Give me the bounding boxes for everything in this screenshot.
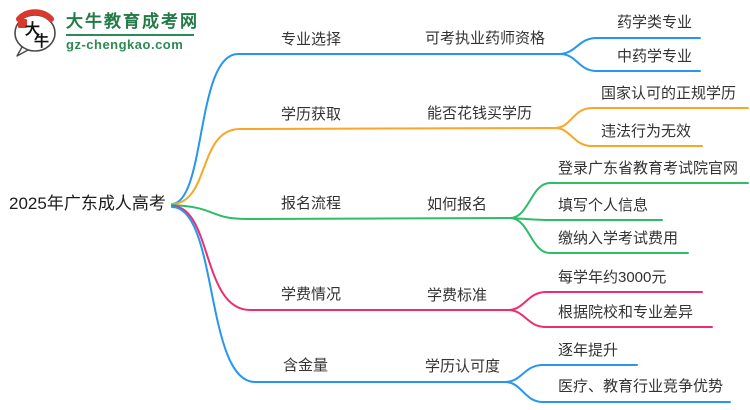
logo-divider bbox=[66, 34, 194, 36]
branch-1-topic: 能否花钱买学历 bbox=[427, 105, 533, 122]
branch-2-label: 报名流程 bbox=[281, 195, 342, 212]
branch-0-label: 专业选择 bbox=[281, 31, 342, 48]
branch-1-links bbox=[171, 107, 749, 205]
branch-0-links bbox=[171, 37, 701, 205]
bubble-char-1: 大 bbox=[25, 20, 40, 38]
branch-0-topic: 可考执业药师资格 bbox=[425, 30, 546, 47]
branch-4-links bbox=[171, 206, 731, 403]
branch-0-child-0: 药学类专业 bbox=[617, 14, 693, 31]
branch-4-label: 含金量 bbox=[283, 357, 329, 374]
bubble-char-2: 牛 bbox=[34, 32, 49, 50]
branch-3-child-0: 每学年约3000元 bbox=[558, 269, 667, 286]
branch-2-child-1: 填写个人信息 bbox=[558, 197, 649, 214]
branch-3-links bbox=[171, 205, 713, 328]
root-node: 2025年广东成人高考 bbox=[9, 194, 166, 213]
branch-1-child-1: 违法行为无效 bbox=[601, 123, 692, 140]
branch-0-child-1: 中药学专业 bbox=[617, 48, 693, 65]
branch-2-child-0: 登录广东省教育考试院官网 bbox=[558, 160, 739, 177]
site-name: 大牛教育成考网 bbox=[66, 12, 199, 31]
branch-4-child-1: 医疗、教育行业竞争优势 bbox=[558, 378, 724, 395]
branch-3-child-1: 根据院校和专业差异 bbox=[558, 304, 694, 321]
branch-2-links bbox=[171, 182, 749, 254]
branch-4-topic: 学历认可度 bbox=[425, 358, 501, 375]
site-logo: 大 牛 大牛教育成考网 gz-chengkao.com bbox=[10, 6, 199, 58]
branch-1-label: 学历获取 bbox=[281, 106, 342, 123]
branch-2-topic: 如何报名 bbox=[427, 196, 488, 213]
branch-4-child-0: 逐年提升 bbox=[558, 342, 619, 359]
site-url: gz-chengkao.com bbox=[66, 37, 184, 52]
logo-text-block: 大牛教育成考网 gz-chengkao.com bbox=[66, 11, 199, 53]
seal-stamp-icon bbox=[18, 19, 27, 28]
daniu-logo-icon: 大 牛 bbox=[14, 9, 56, 57]
branch-3-label: 学费情况 bbox=[281, 286, 342, 303]
branch-2-child-2: 缴纳入学考试费用 bbox=[558, 230, 679, 247]
branch-3-topic: 学费标准 bbox=[427, 287, 488, 304]
branch-1-child-0: 国家认可的正规学历 bbox=[601, 85, 737, 102]
